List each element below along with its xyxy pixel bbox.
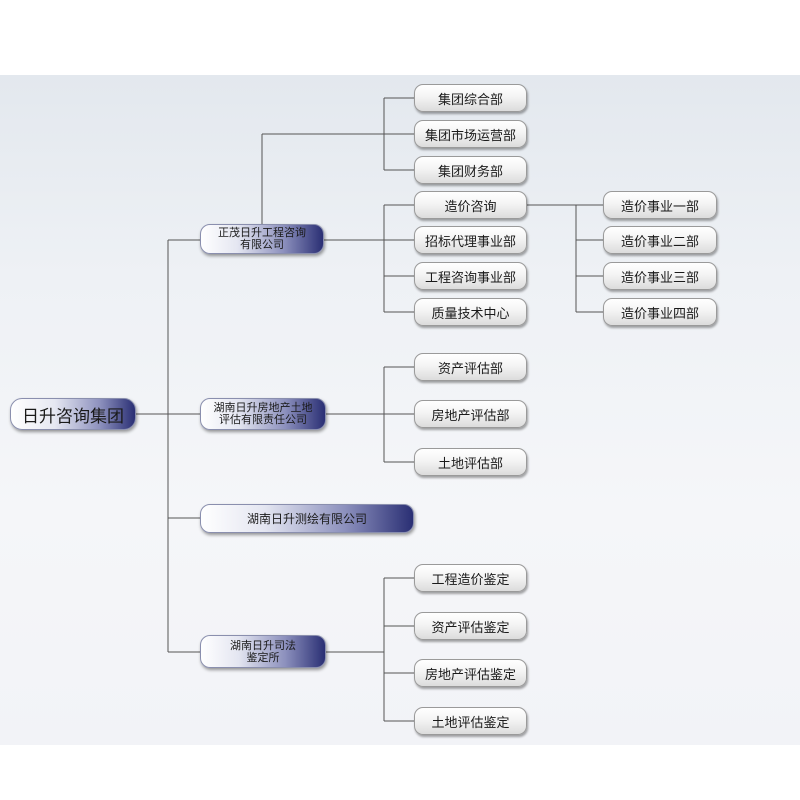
dept-label: 招标代理事业部 — [424, 234, 516, 250]
sub-dept-node: 造价事业一部 — [603, 191, 717, 219]
dept-node: 集团财务部 — [414, 156, 527, 184]
dept-node: 土地评估鉴定 — [414, 707, 527, 735]
company-node-judicial: 湖南日升司法 鉴定所 — [200, 635, 326, 668]
dept-node: 土地评估部 — [414, 448, 527, 476]
sub-dept-node: 造价事业二部 — [603, 226, 717, 254]
dept-label: 资产评估鉴定 — [431, 620, 510, 636]
dept-label: 集团市场运营部 — [424, 128, 516, 144]
dept-label: 资产评估部 — [437, 361, 503, 377]
company-label: 湖南日升司法 鉴定所 — [230, 638, 296, 664]
dept-label: 集团综合部 — [437, 92, 503, 108]
root-node-label: 日升咨询集团 — [22, 406, 124, 427]
sub-dept-node: 造价事业四部 — [603, 298, 717, 326]
sub-dept-label: 造价事业二部 — [620, 234, 699, 250]
company-node-appraisal: 湖南日升房地产土地 评估有限责任公司 — [200, 398, 326, 430]
dept-node: 工程造价鉴定 — [414, 564, 527, 592]
dept-node: 房地产评估部 — [414, 400, 527, 428]
dept-node: 资产评估鉴定 — [414, 612, 527, 640]
sub-dept-node: 造价事业三部 — [603, 262, 717, 290]
sub-dept-label: 造价事业四部 — [620, 306, 699, 322]
dept-node: 资产评估部 — [414, 353, 527, 381]
dept-label: 质量技术中心 — [431, 306, 510, 322]
sub-dept-label: 造价事业一部 — [620, 199, 699, 215]
dept-label: 土地评估部 — [437, 456, 503, 472]
sub-dept-label: 造价事业三部 — [620, 270, 699, 286]
root-node-group: 日升咨询集团 — [10, 398, 136, 430]
company-node-surveying: 湖南日升测绘有限公司 — [200, 504, 414, 533]
dept-node: 集团综合部 — [414, 84, 527, 112]
dept-label: 集团财务部 — [437, 164, 503, 180]
dept-label: 房地产评估鉴定 — [424, 667, 516, 683]
dept-label: 造价咨询 — [444, 199, 497, 215]
dept-node: 房地产评估鉴定 — [414, 659, 527, 687]
company-label: 湖南日升测绘有限公司 — [246, 511, 367, 526]
dept-node: 质量技术中心 — [414, 298, 527, 326]
dept-node: 集团市场运营部 — [414, 120, 527, 148]
dept-node: 造价咨询 — [414, 191, 527, 219]
dept-label: 工程咨询事业部 — [424, 270, 516, 286]
dept-node: 工程咨询事业部 — [414, 262, 527, 290]
company-node-zhengmao: 正茂日升工程咨询 有限公司 — [200, 224, 324, 254]
dept-label: 工程造价鉴定 — [431, 572, 510, 588]
dept-label: 房地产评估部 — [431, 408, 510, 424]
dept-node: 招标代理事业部 — [414, 226, 527, 254]
company-label: 湖南日升房地产土地 评估有限责任公司 — [213, 401, 313, 426]
company-label: 正茂日升工程咨询 有限公司 — [218, 226, 306, 251]
dept-label: 土地评估鉴定 — [431, 715, 510, 731]
